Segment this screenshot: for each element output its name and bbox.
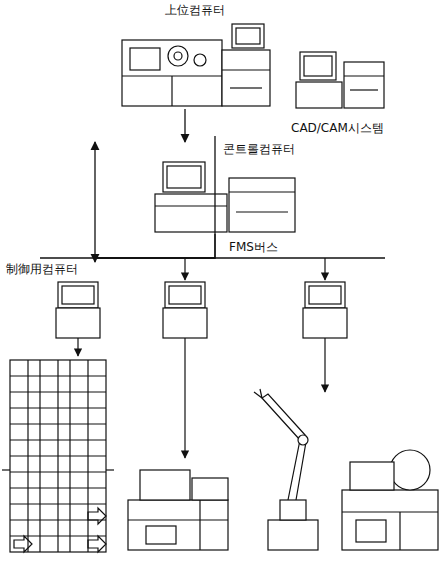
cell-control-computer xyxy=(155,162,295,232)
host-computer-node: 上位컴퓨터 xyxy=(115,3,275,109)
rack-shelf xyxy=(10,471,106,472)
bus-label: FMS버스 xyxy=(228,240,279,254)
rack-shelf xyxy=(10,535,106,536)
host-computer xyxy=(122,24,270,106)
node-label: CAD/CAM시스템 xyxy=(290,121,385,135)
bus-drop xyxy=(324,258,325,280)
flow-arrow xyxy=(95,136,215,258)
rack-shelf xyxy=(10,423,106,424)
flow-arrow xyxy=(95,234,215,262)
storage-rack xyxy=(2,360,114,552)
industrial-robot xyxy=(254,389,318,550)
machining-center xyxy=(128,470,228,550)
rack-shelf xyxy=(10,503,106,504)
cad-cam-workstation xyxy=(296,52,384,108)
machine-tool xyxy=(342,450,438,550)
node-label: 制御用컴퓨터 xyxy=(5,262,79,276)
rack-shelf xyxy=(10,391,106,392)
bus-drop xyxy=(184,258,185,280)
machine-control-node: 制御用컴퓨터 xyxy=(3,262,109,340)
node-label: 上位컴퓨터 xyxy=(164,3,226,17)
rack-shelf xyxy=(10,455,106,456)
rack-shelf xyxy=(10,407,106,408)
rack-shelf xyxy=(10,487,106,488)
control-computer-node: 콘트롤컴퓨터 xyxy=(150,142,300,234)
rack-shelf xyxy=(10,439,106,440)
cad-cam-node: CAD/CAM시스템 xyxy=(288,46,412,136)
rack-shelf xyxy=(10,519,106,520)
node-label: 콘트롤컴퓨터 xyxy=(222,142,296,156)
flow-arrow xyxy=(184,109,185,142)
control-terminals xyxy=(56,282,347,458)
rack-shelf xyxy=(10,375,106,376)
